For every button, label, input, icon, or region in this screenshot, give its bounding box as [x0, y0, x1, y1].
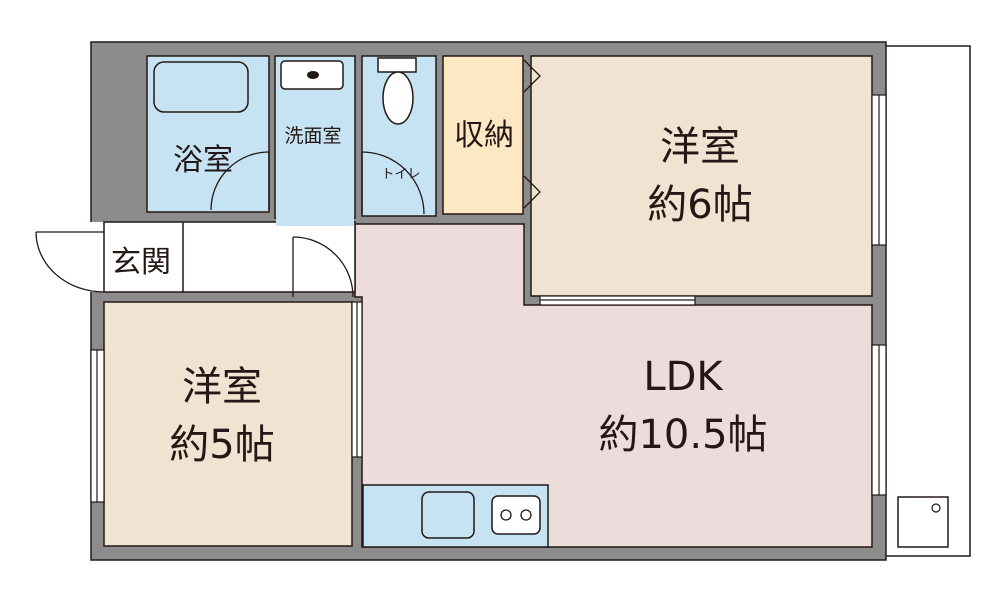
entrance-notch: [36, 222, 104, 292]
wash-basin: [280, 60, 344, 90]
ldk-name: LDK: [643, 354, 724, 400]
bath-label: 浴室: [173, 143, 233, 178]
western-room-5-size: 約5帖: [169, 422, 274, 468]
air-conditioner-unit: [897, 496, 949, 548]
western-room-5-name: 洋室: [182, 364, 262, 410]
storage-room: [442, 55, 524, 215]
ldk-room: [354, 223, 873, 548]
western-room-6-size: 約6帖: [647, 182, 752, 228]
entrance-hall: [103, 221, 356, 293]
toilet-bowl: [377, 57, 417, 125]
door-swings: [35, 59, 541, 298]
toilet-label: トイレ: [381, 167, 420, 182]
western-room-5: [103, 301, 353, 547]
storage-label: 収納: [454, 118, 514, 153]
balcony: [883, 45, 971, 557]
bathtub: [153, 61, 249, 113]
windows: [90, 94, 887, 503]
entrance-label: 玄関: [111, 245, 171, 280]
kitchen-counter: [362, 484, 549, 548]
western-room-6-name: 洋室: [660, 124, 740, 170]
western-room-6: [530, 55, 873, 297]
ldk-size: 約10.5帖: [598, 412, 767, 458]
washroom-label: 洗面室: [284, 125, 341, 147]
